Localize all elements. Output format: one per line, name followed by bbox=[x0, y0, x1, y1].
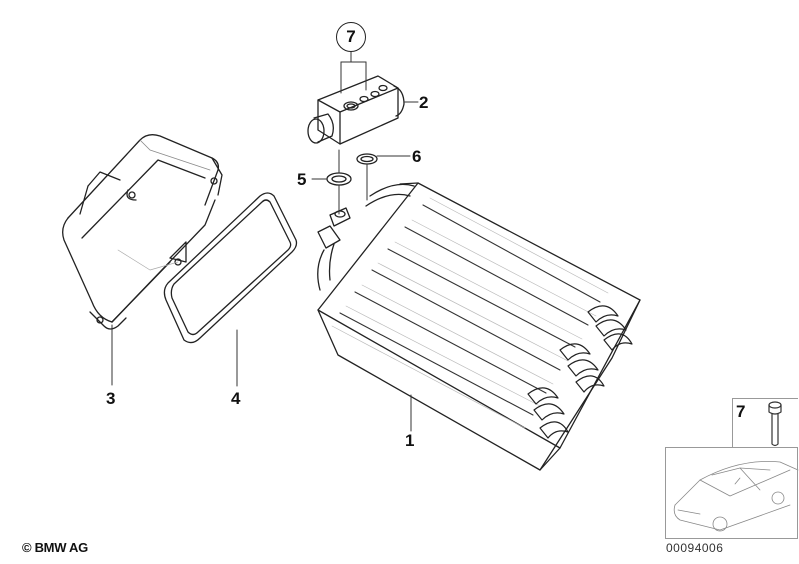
callout-7-label: 7 bbox=[346, 27, 356, 46]
callout-7-circle[interactable]: 7 bbox=[336, 22, 366, 52]
evaporator-part bbox=[317, 182, 641, 471]
callout-5-label[interactable]: 5 bbox=[297, 170, 307, 189]
callout-1-label[interactable]: 1 bbox=[405, 431, 415, 450]
car-thumbnail-drawing bbox=[673, 461, 799, 532]
copyright-text: © BMW AG bbox=[22, 540, 88, 555]
o-ring-6 bbox=[356, 153, 378, 165]
inset-screw-label[interactable]: 7 bbox=[736, 402, 746, 421]
housing-cover-part bbox=[62, 134, 223, 330]
document-number: 00094006 bbox=[666, 541, 724, 555]
callout-6-label[interactable]: 6 bbox=[412, 147, 422, 166]
screw-inset-box: 7 bbox=[732, 398, 798, 448]
vehicle-thumbnail-box bbox=[665, 447, 798, 539]
o-ring-5 bbox=[326, 172, 352, 186]
gasket-part bbox=[163, 192, 298, 344]
leader-lines bbox=[111, 51, 419, 432]
callout-3-label[interactable]: 3 bbox=[106, 389, 116, 408]
callout-4-label[interactable]: 4 bbox=[231, 389, 241, 408]
expansion-valve-part bbox=[307, 75, 405, 145]
screw-inset-drawing bbox=[768, 401, 782, 447]
callout-2-label[interactable]: 2 bbox=[419, 93, 429, 112]
